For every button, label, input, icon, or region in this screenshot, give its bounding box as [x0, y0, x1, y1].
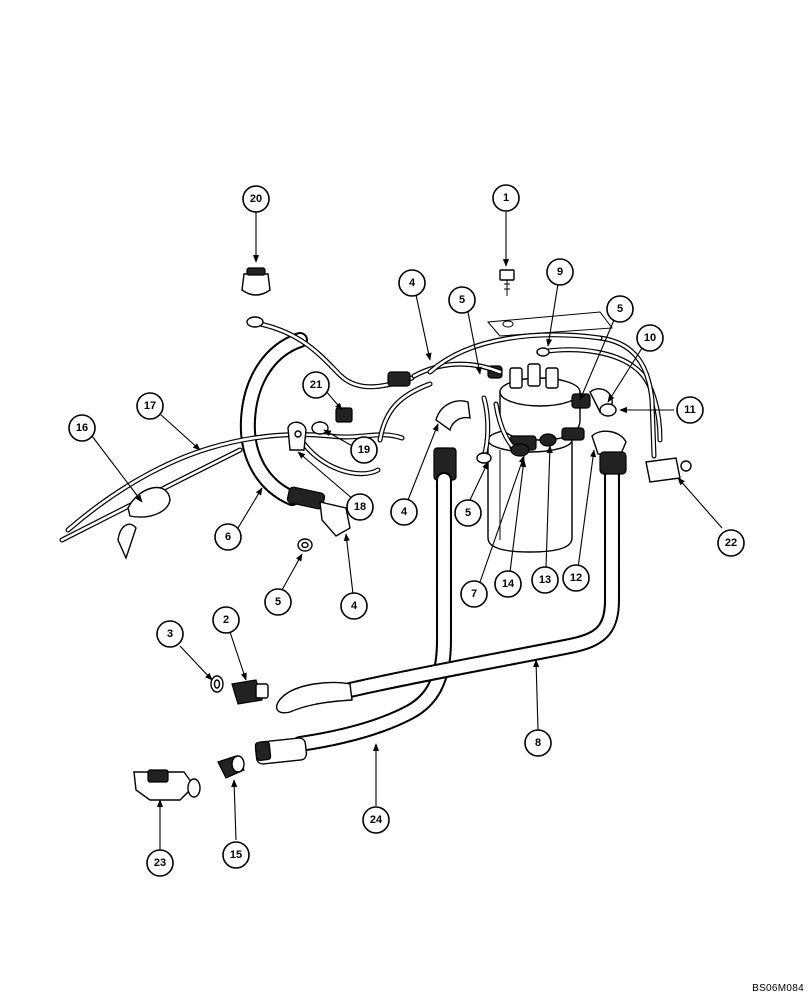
callout-20-label: 20 — [250, 193, 262, 205]
line-4-upper — [297, 361, 503, 477]
callout-23-label: 23 — [154, 857, 166, 869]
callout-9-label: 9 — [557, 266, 563, 278]
callout-9: 9 — [546, 258, 574, 286]
leader-lines — [91, 212, 723, 850]
callout-19: 19 — [350, 436, 378, 464]
fitting-19-21 — [311, 407, 353, 435]
fittings-13-14 — [510, 433, 557, 457]
tube-clamp — [117, 486, 171, 560]
callout-11: 11 — [676, 396, 704, 424]
callout-12-label: 12 — [570, 572, 582, 584]
callout-22-label: 22 — [725, 537, 737, 549]
callout-12: 12 — [562, 564, 590, 592]
callout-8-label: 8 — [535, 737, 541, 749]
callout-6-label: 6 — [225, 531, 231, 543]
washer-lower-left — [297, 538, 313, 552]
tee-fitting-23 — [133, 769, 201, 801]
callout-4a: 4 — [398, 269, 426, 297]
connector-block — [645, 457, 692, 483]
callout-15-label: 15 — [230, 849, 242, 861]
callout-6: 6 — [214, 523, 242, 551]
callout-22: 22 — [717, 529, 745, 557]
callout-16-label: 16 — [76, 422, 88, 434]
callout-18-label: 18 — [354, 501, 366, 513]
upper-tube — [246, 316, 415, 390]
callout-21-label: 21 — [310, 379, 322, 391]
tube-clip — [287, 421, 307, 451]
callout-5d-label: 5 — [275, 596, 281, 608]
callout-24-label: 24 — [370, 814, 383, 826]
callout-1: 1 — [492, 184, 520, 212]
callout-17: 17 — [136, 392, 164, 420]
callout-11-label: 11 — [684, 404, 696, 416]
figure-reference-code: BS06M084 — [752, 983, 804, 994]
callout-2-label: 2 — [223, 614, 229, 626]
callout-21: 21 — [302, 371, 330, 399]
callout-16: 16 — [68, 414, 96, 442]
o-ring-3 — [210, 675, 224, 693]
callout-3-label: 3 — [167, 628, 173, 640]
callout-8: 8 — [524, 729, 552, 757]
callout-5a-label: 5 — [459, 294, 465, 306]
callout-23: 23 — [146, 849, 174, 877]
callout-20: 20 — [242, 185, 270, 213]
fitting-15 — [217, 755, 245, 779]
hose-6 — [239, 332, 351, 537]
callout-4c: 4 — [340, 592, 368, 620]
callout-13-label: 13 — [539, 574, 551, 586]
pressure-switch — [241, 267, 271, 296]
bolt — [499, 269, 515, 296]
callout-14-label: 14 — [502, 578, 515, 590]
mounting-bracket — [486, 311, 613, 337]
right-tubes — [427, 332, 663, 459]
callout-5c-label: 5 — [465, 507, 471, 519]
callout-24: 24 — [362, 806, 390, 834]
callout-13: 13 — [531, 566, 559, 594]
callout-4b: 4 — [390, 498, 418, 526]
callout-5a: 5 — [448, 286, 476, 314]
callout-4a-label: 4 — [409, 277, 416, 289]
callout-2: 2 — [212, 606, 240, 634]
filter-head — [487, 363, 591, 451]
callout-5b: 5 — [606, 295, 634, 323]
callout-5c: 5 — [454, 499, 482, 527]
callout-4c-label: 4 — [351, 600, 358, 612]
callout-14: 14 — [494, 570, 522, 598]
hose-8 — [276, 451, 627, 714]
callout-18: 18 — [346, 493, 374, 521]
callout-7: 7 — [460, 580, 488, 608]
callout-3: 3 — [156, 620, 184, 648]
elbow-fitting-4 — [433, 400, 471, 481]
callout-19-label: 19 — [358, 444, 370, 456]
callout-10-label: 10 — [644, 332, 656, 344]
fittings-10-11-12 — [589, 388, 627, 457]
callout-5d: 5 — [264, 588, 292, 616]
callout-4b-label: 4 — [401, 506, 408, 518]
callout-17-label: 17 — [144, 400, 156, 412]
callout-5b-label: 5 — [617, 303, 623, 315]
callout-1-label: 1 — [503, 192, 509, 204]
callout-10: 10 — [636, 324, 664, 352]
callout-15: 15 — [222, 841, 250, 869]
adapter-2 — [231, 679, 269, 705]
callout-7-label: 7 — [471, 588, 477, 600]
